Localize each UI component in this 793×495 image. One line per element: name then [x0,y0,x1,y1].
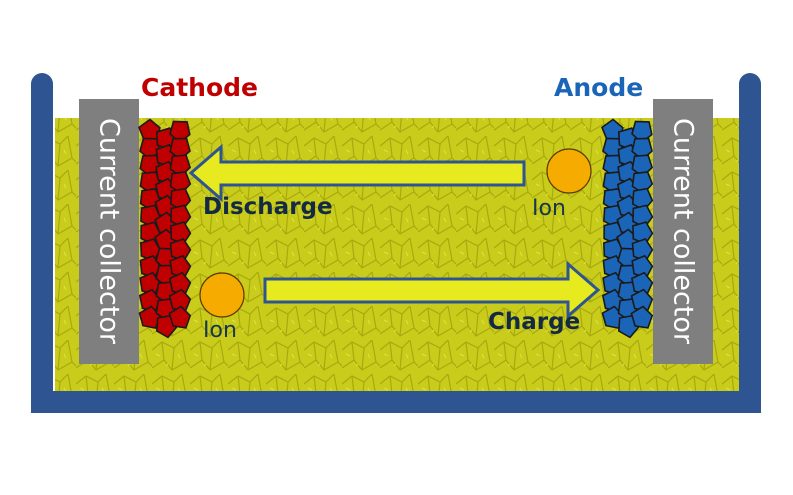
ion-circle-cathode-side [199,272,245,318]
anode-particle [630,305,654,329]
charge-arrow [263,260,601,320]
cathode-collector-label: Current collector [93,117,125,345]
ion-label-anode-side: Ion [532,196,566,221]
cathode-current-collector [79,99,139,364]
anode-current-collector [653,99,713,364]
cathode-particle [168,305,192,329]
discharge-label: Discharge [203,194,333,220]
battery-container [31,73,761,413]
cathode-particles [138,118,192,339]
cathode-title: Cathode [141,73,258,102]
anode-collector-label: Current collector [667,117,699,345]
ion-label-cathode-side: Ion [203,318,237,343]
ion-circle-anode-side [546,148,592,194]
discharge-arrow [188,143,526,203]
anode-particles [601,118,654,339]
anode-title: Anode [554,73,644,102]
charge-label: Charge [488,309,581,335]
